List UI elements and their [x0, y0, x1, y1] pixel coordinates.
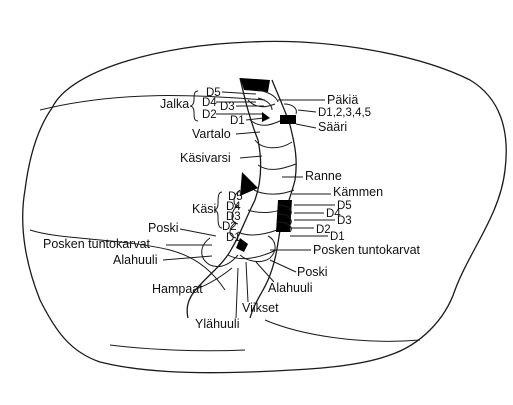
label-kasivarsi: Käsivarsi	[180, 151, 231, 165]
foot-digit-2: D4	[202, 97, 217, 109]
label-viikset: Viikset	[242, 301, 279, 315]
label-posken-right: Posken tuntokarvat	[313, 243, 421, 257]
label-vartalo: Vartalo	[192, 127, 231, 141]
foot-small-marker	[262, 112, 270, 122]
kasivarsi-leader	[240, 156, 262, 158]
ylahuuli-leader	[236, 268, 238, 318]
label-poski-right: Poski	[297, 265, 328, 279]
label-alahuuli-right: Alahuuli	[268, 281, 312, 295]
kasi-brace	[214, 192, 222, 228]
d12345-leader	[298, 110, 316, 112]
label-kammen: Kämmen	[333, 185, 383, 199]
foot-digit-3: D3	[220, 101, 235, 113]
hand-right-digit-5: D1	[330, 231, 345, 243]
hand-right-digit-3: D3	[337, 215, 352, 227]
label-poski-left: Poski	[148, 221, 179, 235]
label-posken-left: Posken tuntokarvat	[43, 237, 151, 251]
foot-digit-4: D2	[202, 109, 217, 121]
poski-left-leader	[180, 229, 216, 236]
label-jalka: Jalka	[160, 97, 189, 111]
foot-digit-5: D1	[230, 115, 245, 127]
label-pakia: Päkiä	[327, 93, 358, 107]
label-ylahuuli: Ylähuuli	[195, 317, 239, 331]
label-hampaat: Hampaat	[152, 282, 203, 296]
saari-leader	[296, 124, 316, 128]
hand-right-digit-4: D2	[316, 224, 331, 236]
label-d12345: D1,2,3,4,5	[318, 107, 371, 119]
vartalo-leader	[236, 132, 260, 134]
viikset-leader	[246, 262, 248, 302]
poski-right-leader	[270, 260, 296, 272]
label-ranne: Ranne	[305, 169, 342, 183]
hand-left-digit-5: D1	[226, 232, 241, 244]
foot-top-marker	[240, 78, 270, 92]
label-alahuuli-left: Alahuuli	[113, 253, 157, 267]
saari-marker	[280, 115, 296, 124]
label-saari: Sääri	[318, 120, 347, 134]
label-kasi: Käsi	[192, 202, 216, 216]
